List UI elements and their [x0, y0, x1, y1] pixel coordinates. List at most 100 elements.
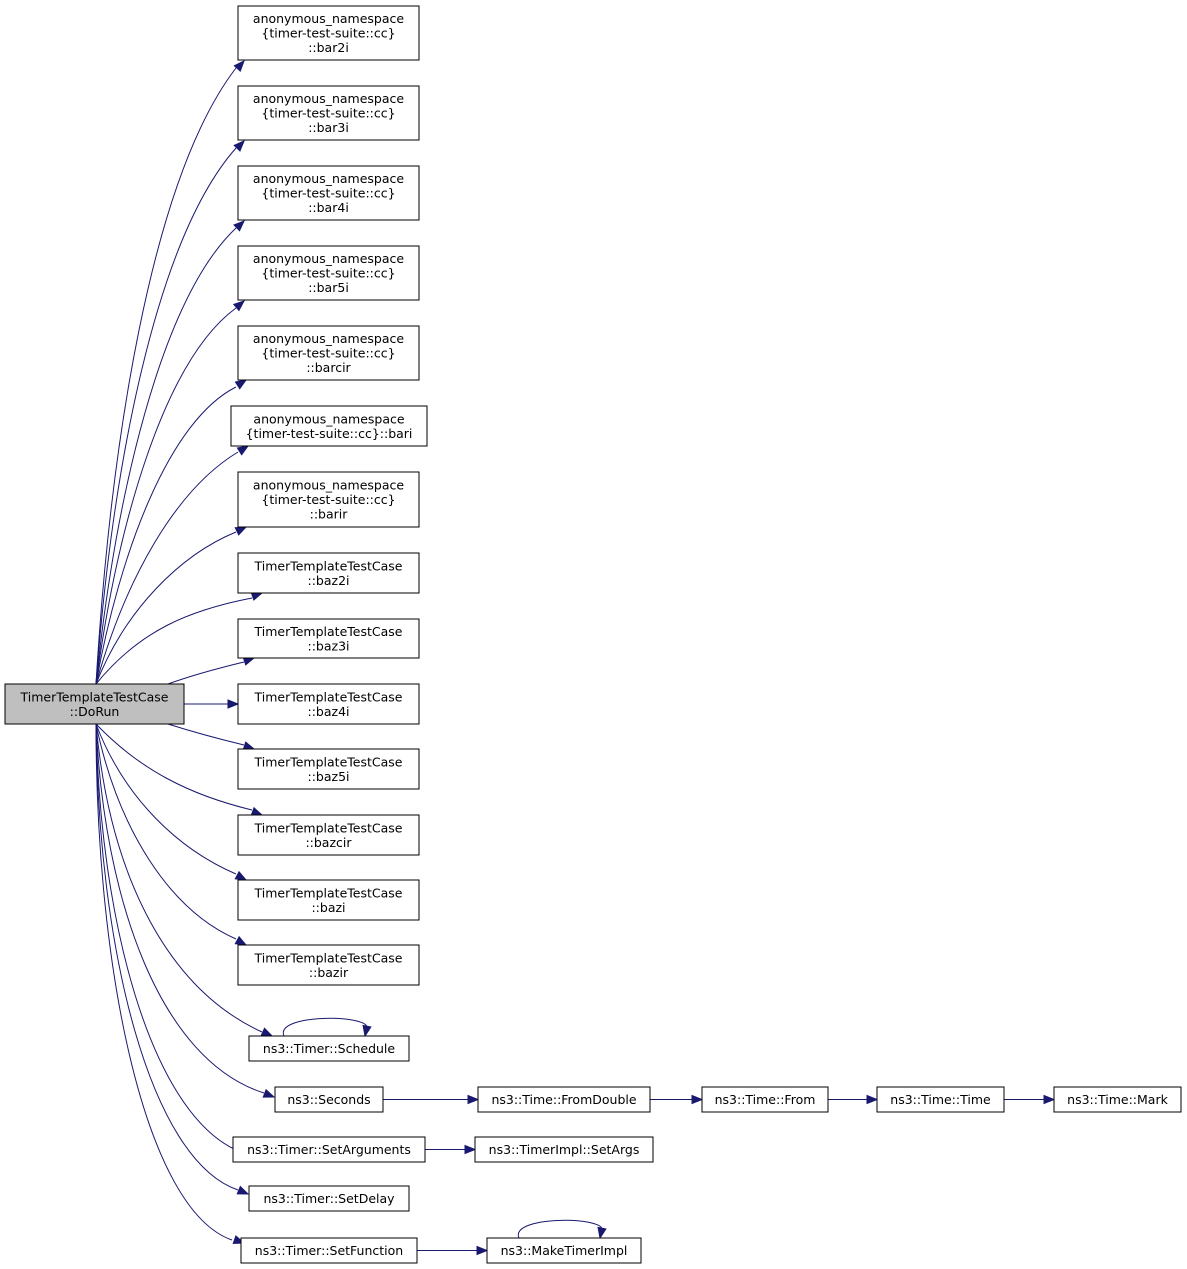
- node-bar3i[interactable]: anonymous_namespace{timer-test-suite::cc…: [237, 85, 420, 141]
- node-setargs-label-line-0: ns3::TimerImpl::SetArgs: [489, 1142, 640, 1157]
- edge-seconds-to-fromdouble-arrowhead: [467, 1094, 480, 1105]
- node-bar5i[interactable]: anonymous_namespace{timer-test-suite::cc…: [237, 245, 420, 301]
- node-baz4i-box: [237, 683, 420, 725]
- node-baz5i-box: [237, 748, 420, 790]
- node-setdelay-box: [248, 1185, 410, 1212]
- node-barcir-label-line-1: {timer-test-suite::cc}: [261, 346, 395, 361]
- node-baz5i[interactable]: TimerTemplateTestCase::baz5i: [237, 748, 420, 790]
- node-bar2i-box: [237, 5, 420, 61]
- edge-dorun-to-schedule-arrowhead: [260, 1027, 274, 1037]
- edge-setfunction-to-maketimerimpl-arrowhead: [476, 1245, 489, 1256]
- node-barir-label-line-1: {timer-test-suite::cc}: [261, 492, 395, 507]
- edge-dorun-to-barir-arrowhead: [234, 526, 248, 536]
- edge-dorun-to-bar2i: [95, 67, 237, 685]
- node-baz4i-label-line-1: ::baz4i: [307, 704, 349, 719]
- node-bar4i[interactable]: anonymous_namespace{timer-test-suite::cc…: [237, 165, 420, 221]
- node-bari[interactable]: anonymous_namespace{timer-test-suite::cc…: [230, 405, 428, 447]
- node-setfunction-box: [240, 1237, 418, 1264]
- edge-maketimerimpl-to-maketimerimpl-arrowhead: [597, 1226, 607, 1240]
- node-bar2i[interactable]: anonymous_namespace{timer-test-suite::cc…: [237, 5, 420, 61]
- edge-dorun-to-seconds: [95, 723, 265, 1094]
- node-dorun-box: [4, 683, 185, 725]
- node-setdelay[interactable]: ns3::Timer::SetDelay: [248, 1185, 410, 1212]
- node-mark[interactable]: ns3::Time::Mark: [1053, 1086, 1182, 1113]
- edge-dorun-to-setdelay-arrowhead: [236, 1185, 250, 1195]
- node-barcir[interactable]: anonymous_namespace{timer-test-suite::cc…: [237, 325, 420, 381]
- node-bazir-label-line-0: TimerTemplateTestCase: [254, 950, 403, 965]
- node-bazi-label-line-0: TimerTemplateTestCase: [254, 885, 403, 900]
- node-barcir-label-line-0: anonymous_namespace: [253, 331, 404, 346]
- node-fromdouble-box: [477, 1086, 651, 1113]
- node-baz3i-label-line-0: TimerTemplateTestCase: [254, 624, 403, 639]
- node-baz4i-label-line-0: TimerTemplateTestCase: [254, 689, 403, 704]
- edge-dorun-to-bazir-arrowhead: [234, 935, 248, 946]
- edge-dorun-to-bar3i: [95, 147, 237, 685]
- edge-dorun-to-bazcir: [95, 723, 253, 811]
- node-bazir[interactable]: TimerTemplateTestCase::bazir: [237, 944, 420, 986]
- node-bazi-box: [237, 879, 420, 921]
- node-bazi[interactable]: TimerTemplateTestCase::bazi: [237, 879, 420, 921]
- node-bar5i-label-line-1: {timer-test-suite::cc}: [261, 266, 395, 281]
- node-baz2i[interactable]: TimerTemplateTestCase::baz2i: [237, 552, 420, 594]
- node-maketimerimpl[interactable]: ns3::MakeTimerImpl: [486, 1237, 642, 1264]
- edge-dorun-to-bar3i-arrowhead: [233, 140, 245, 152]
- edge-dorun-to-bar5i: [95, 307, 237, 685]
- node-mark-box: [1053, 1086, 1182, 1113]
- node-seconds[interactable]: ns3::Seconds: [274, 1086, 384, 1113]
- edge-from-to-time-arrowhead: [866, 1094, 879, 1105]
- node-setarguments[interactable]: ns3::Timer::SetArguments: [232, 1136, 426, 1163]
- node-seconds-box: [274, 1086, 384, 1113]
- node-setfunction[interactable]: ns3::Timer::SetFunction: [240, 1237, 418, 1264]
- call-edges: [95, 60, 1056, 1256]
- node-mark-label-line-0: ns3::Time::Mark: [1067, 1092, 1168, 1107]
- edge-dorun-to-barcir: [95, 386, 237, 685]
- node-schedule-box: [248, 1035, 410, 1062]
- node-bazcir[interactable]: TimerTemplateTestCase::bazcir: [237, 814, 420, 856]
- node-baz4i[interactable]: TimerTemplateTestCase::baz4i: [237, 683, 420, 725]
- node-baz2i-box: [237, 552, 420, 594]
- node-schedule[interactable]: ns3::Timer::Schedule: [248, 1035, 410, 1062]
- edge-dorun-to-baz2i-arrowhead: [250, 591, 264, 601]
- edge-dorun-to-bazcir-arrowhead: [250, 806, 264, 816]
- node-bari-box: [230, 405, 428, 447]
- node-dorun[interactable]: TimerTemplateTestCase::DoRun: [4, 683, 185, 725]
- node-baz3i-label-line-1: ::baz3i: [307, 638, 349, 653]
- edge-dorun-to-baz5i: [167, 723, 245, 746]
- node-time-box: [876, 1086, 1005, 1113]
- node-barir-box: [237, 471, 420, 528]
- node-fromdouble[interactable]: ns3::Time::FromDouble: [477, 1086, 651, 1113]
- edge-dorun-to-bar4i: [95, 227, 237, 685]
- node-bazir-box: [237, 944, 420, 986]
- node-bar4i-label-line-0: anonymous_namespace: [253, 171, 404, 186]
- node-from[interactable]: ns3::Time::From: [701, 1086, 829, 1113]
- node-baz3i[interactable]: TimerTemplateTestCase::baz3i: [237, 618, 420, 659]
- call-nodes: TimerTemplateTestCase::DoRun anonymous_na…: [4, 5, 1182, 1264]
- node-baz5i-label-line-0: TimerTemplateTestCase: [254, 754, 403, 769]
- node-schedule-label-line-0: ns3::Timer::Schedule: [263, 1041, 395, 1056]
- node-bazcir-label-line-0: TimerTemplateTestCase: [254, 820, 403, 835]
- node-maketimerimpl-box: [486, 1237, 642, 1264]
- node-from-label-line-0: ns3::Time::From: [715, 1092, 816, 1107]
- node-setarguments-box: [232, 1136, 426, 1163]
- node-from-box: [701, 1086, 829, 1113]
- node-baz2i-label-line-0: TimerTemplateTestCase: [254, 558, 403, 573]
- node-barir[interactable]: anonymous_namespace{timer-test-suite::cc…: [237, 471, 420, 528]
- node-bazi-label-line-1: ::bazi: [311, 900, 345, 915]
- node-bar5i-label-line-0: anonymous_namespace: [253, 251, 404, 266]
- node-bar2i-label-line-0: anonymous_namespace: [253, 11, 404, 26]
- edge-maketimerimpl-to-maketimerimpl: [518, 1219, 603, 1239]
- node-barir-label-line-0: anonymous_namespace: [253, 478, 404, 493]
- node-baz3i-box: [237, 618, 420, 659]
- node-setargs[interactable]: ns3::TimerImpl::SetArgs: [474, 1136, 654, 1163]
- edge-dorun-to-bari: [95, 451, 239, 685]
- node-bar3i-label-line-2: ::bar3i: [308, 120, 349, 135]
- edge-dorun-to-baz4i-arrowhead: [227, 699, 240, 709]
- edge-dorun-to-bazi: [95, 723, 237, 875]
- edge-dorun-to-seconds-arrowhead: [262, 1088, 276, 1098]
- node-bar3i-box: [237, 85, 420, 141]
- node-seconds-label-line-0: ns3::Seconds: [287, 1092, 370, 1107]
- node-time[interactable]: ns3::Time::Time: [876, 1086, 1005, 1113]
- edge-dorun-to-schedule: [95, 723, 263, 1033]
- node-barir-label-line-2: ::barir: [310, 507, 349, 522]
